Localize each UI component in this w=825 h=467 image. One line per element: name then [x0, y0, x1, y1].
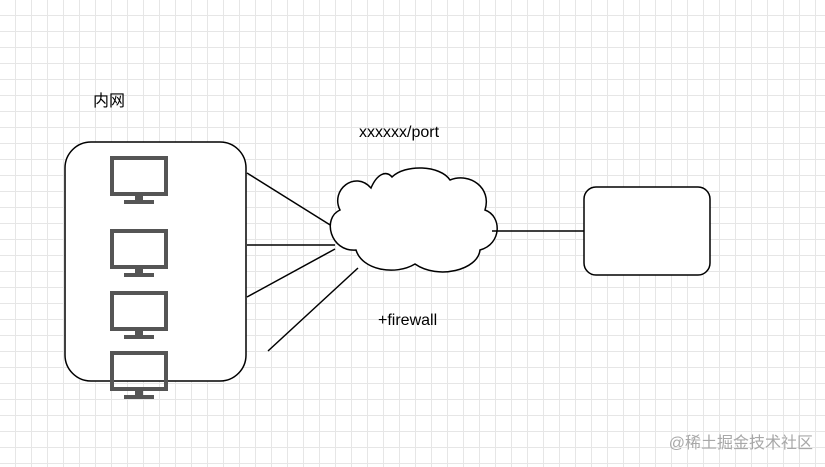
connector-line[interactable]: [246, 248, 336, 298]
monitor-icon[interactable]: [110, 229, 168, 277]
monitor-icon[interactable]: [110, 291, 168, 339]
connector-line[interactable]: [267, 267, 359, 352]
monitor-icon[interactable]: [110, 351, 168, 399]
remote-server-box[interactable]: [583, 186, 711, 276]
intranet-box[interactable]: [64, 141, 247, 382]
monitor-icon[interactable]: [110, 156, 168, 204]
watermark-text: @稀土掘金技术社区: [668, 435, 813, 452]
intranet-label: 内网: [93, 93, 126, 110]
firewall-label: +firewall: [378, 312, 438, 329]
connector-line[interactable]: [246, 172, 336, 229]
address-port-label: xxxxxx/port: [359, 124, 440, 141]
cloud-icon[interactable]: [329, 167, 498, 273]
